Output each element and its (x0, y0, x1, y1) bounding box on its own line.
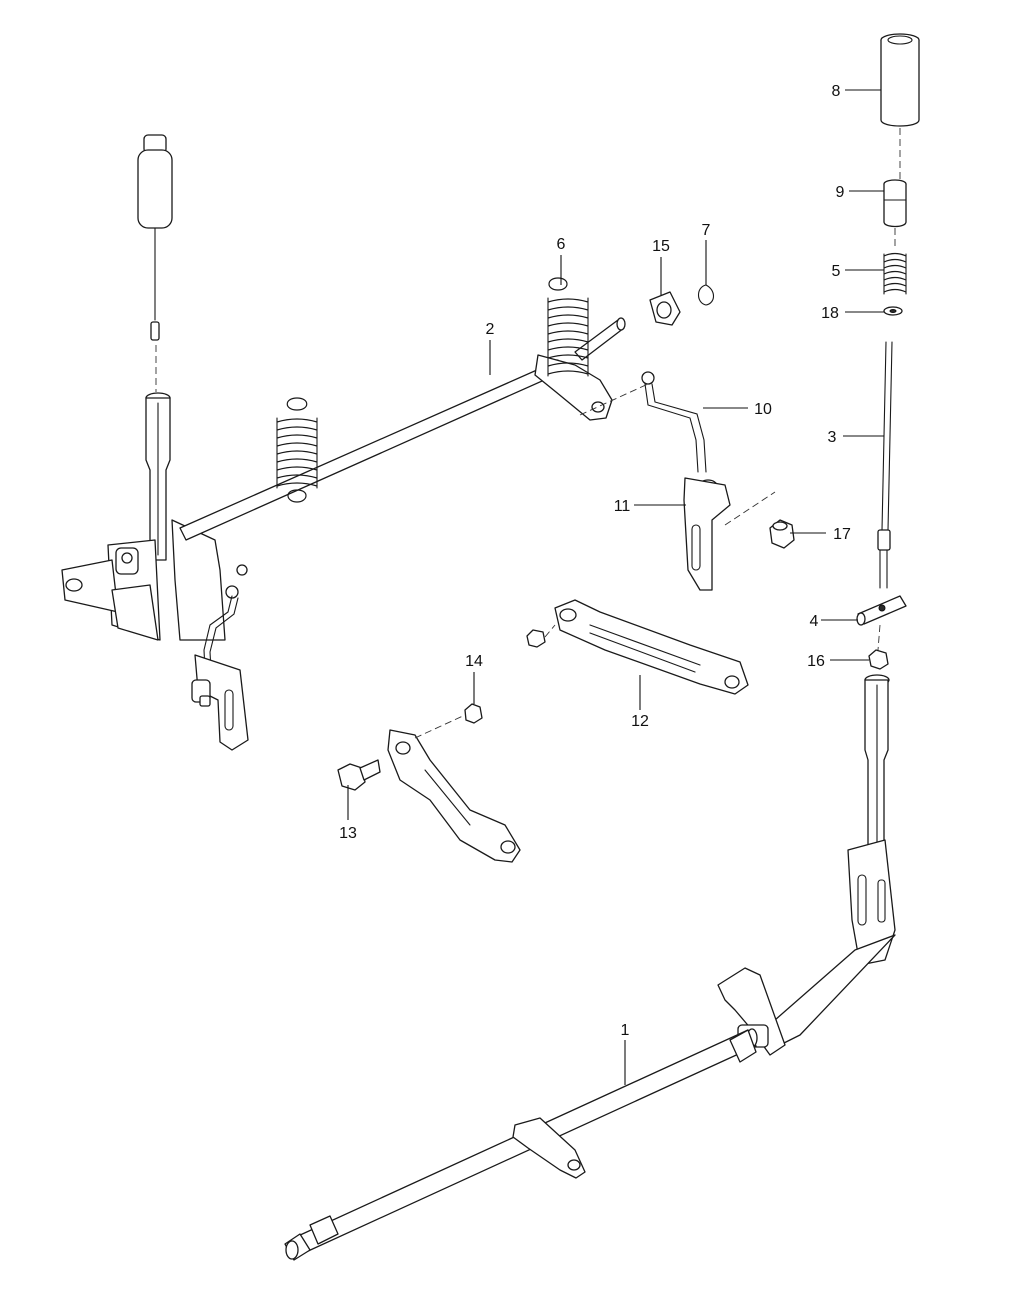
rod-3 (877, 341, 893, 589)
callout-6: 6 (557, 236, 566, 253)
callout-9: 9 (836, 184, 845, 201)
leader-lines (347, 89, 884, 1085)
callout-3: 3 (828, 429, 837, 446)
shaft-assembly-1 (284, 674, 896, 1261)
nut-near-12 (526, 629, 546, 648)
link-arm-lower (387, 729, 521, 863)
callout-12: 12 (631, 713, 649, 730)
knob-8 (880, 33, 920, 127)
callout-18: 18 (821, 305, 839, 322)
slotted-bracket-11 (683, 477, 776, 591)
nut-16 (868, 649, 889, 670)
callout-4: 4 (810, 613, 819, 630)
nut-14 (464, 703, 483, 724)
callout-7: 7 (702, 222, 711, 239)
spring-coils-right (547, 297, 589, 377)
e-clip-7 (697, 284, 715, 306)
nut-17 (769, 519, 795, 549)
callout-11: 11 (614, 498, 631, 515)
spring-5 (883, 252, 907, 295)
bolt-13 (337, 759, 381, 791)
callout-14: 14 (465, 653, 483, 670)
spring-coils-left (276, 417, 318, 489)
insert-9 (883, 179, 907, 228)
callout-8: 8 (832, 83, 841, 100)
callout-10: 10 (754, 401, 772, 418)
callout-16: 16 (807, 653, 825, 670)
callout-17: 17 (833, 526, 851, 543)
callout-2: 2 (486, 321, 495, 338)
bushing-15 (649, 291, 681, 326)
pin-4 (856, 595, 907, 626)
callout-5: 5 (832, 263, 841, 280)
cross-shaft-assembly (179, 277, 626, 541)
callout-labels: 1 2 3 4 5 6 7 8 9 10 11 12 13 14 15 16 1… (339, 83, 851, 1039)
callout-1: 1 (621, 1022, 630, 1039)
link-arm-12 (554, 599, 749, 695)
left-lever-assembly (61, 134, 249, 751)
washer-18 (883, 306, 903, 316)
callout-13: 13 (339, 825, 357, 842)
callout-15: 15 (652, 238, 670, 255)
bent-rod-10 (579, 371, 707, 473)
